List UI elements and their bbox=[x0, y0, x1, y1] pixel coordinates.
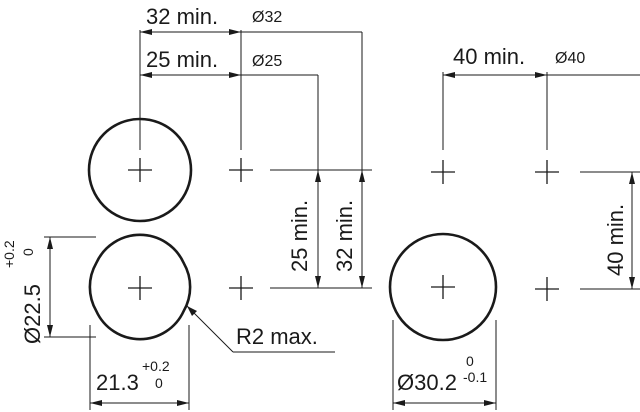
dim-25-horizontal bbox=[140, 72, 319, 170]
dim-22-5-tol-lower: 0 bbox=[20, 248, 36, 256]
dim-30-2-horizontal bbox=[392, 320, 497, 410]
dim-30-2-label: Ø30.2 bbox=[397, 370, 457, 395]
center-mark-3 bbox=[128, 276, 152, 300]
dim-22-5-label: Ø22.5 bbox=[20, 284, 45, 344]
dim-22-5-tol-upper: +0.2 bbox=[1, 240, 17, 268]
center-mark-1 bbox=[128, 158, 152, 182]
dim-21-3-tol-upper: +0.2 bbox=[142, 358, 170, 374]
dim-vertical-32-label: 32 min. bbox=[332, 200, 357, 272]
dim-40-horizontal bbox=[442, 72, 640, 150]
center-mark-7 bbox=[431, 275, 455, 299]
dim-32-horizontal bbox=[139, 29, 363, 170]
dim-22-5-vertical bbox=[44, 236, 96, 338]
dim-40-diameter-label: Ø40 bbox=[555, 50, 585, 67]
center-mark-8 bbox=[535, 277, 559, 301]
radius-leader bbox=[186, 305, 335, 353]
dim-30-2-tol-lower: -0.1 bbox=[463, 369, 487, 385]
hole-22-5-flatted-circle bbox=[88, 233, 192, 341]
radius-label: R2 max. bbox=[236, 324, 318, 349]
center-mark-2 bbox=[229, 158, 253, 182]
dim-vertical-40-label: 40 min. bbox=[603, 204, 628, 276]
center-mark-4 bbox=[229, 276, 253, 300]
center-mark-5 bbox=[431, 160, 455, 184]
dim-21-3-tol-lower: 0 bbox=[155, 375, 163, 391]
dim-32-diameter-label: Ø32 bbox=[252, 9, 282, 26]
center-mark-6 bbox=[535, 160, 559, 184]
dim-25-label: 25 min. bbox=[146, 47, 218, 72]
dim-vertical-spacing bbox=[270, 169, 372, 289]
dim-32-label: 32 min. bbox=[146, 4, 218, 29]
dim-30-2-tol-upper: 0 bbox=[466, 353, 474, 369]
dim-21-3-horizontal bbox=[89, 325, 190, 410]
dim-40-label: 40 min. bbox=[453, 44, 525, 69]
dim-21-3-label: 21.3 bbox=[96, 370, 139, 395]
dim-vertical-40 bbox=[580, 171, 640, 290]
dim-25-diameter-label: Ø25 bbox=[252, 53, 282, 70]
dim-vertical-25-label: 25 min. bbox=[287, 200, 312, 272]
hole-30-2-circle bbox=[388, 232, 498, 342]
